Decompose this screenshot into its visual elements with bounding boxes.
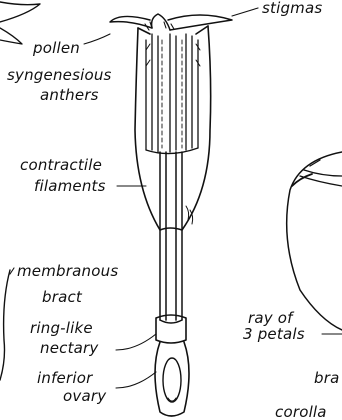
stigma-lobes — [110, 14, 232, 30]
bract-edge — [0, 270, 10, 380]
label-ray-of: ray of — [248, 310, 293, 326]
anther-column — [146, 34, 200, 154]
label-contractile: contractile — [20, 157, 102, 173]
membranous-leader — [10, 268, 14, 274]
label-anthers: anthers — [40, 87, 99, 103]
nectary-leader — [116, 334, 156, 350]
label-bract-partial: bra — [314, 370, 339, 386]
label-syngenesious: syngenesious — [7, 67, 112, 83]
label-bract: bract — [42, 289, 82, 305]
petal-fragment-top-left — [0, 2, 40, 22]
ovary-leader — [116, 372, 156, 388]
label-corolla-partial: corolla — [275, 404, 327, 420]
ovary — [155, 342, 189, 416]
label-filaments: filaments — [34, 178, 106, 194]
label-pollen: pollen — [33, 40, 80, 56]
pollen-leader — [84, 34, 110, 44]
style-tube — [160, 152, 193, 323]
label-inferior: inferior — [37, 370, 92, 386]
label-stigmas: stigmas — [262, 0, 322, 16]
label-nectary: nectary — [40, 340, 99, 356]
stigmas-leader — [232, 8, 258, 16]
label-membranous: membranous — [17, 263, 118, 279]
ray-floret-partial — [287, 152, 342, 330]
label-3-petals: 3 petals — [243, 326, 305, 342]
label-ring-like: ring-like — [30, 320, 93, 336]
label-ovary: ovary — [63, 388, 106, 404]
petal-fragment-left — [0, 28, 22, 44]
